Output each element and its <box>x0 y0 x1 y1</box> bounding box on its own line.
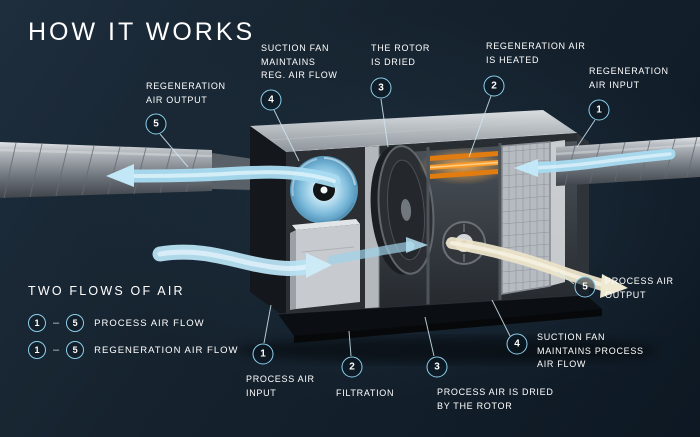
regeneration-input-ribbon <box>514 148 676 177</box>
callout-badge-regeneration-2: 2 <box>483 75 505 97</box>
callout-badge-regeneration-3: 3 <box>370 77 392 99</box>
legend: TWO FLOWS OF AIR 1 – 5 PROCESS AIR FLOW … <box>28 284 238 368</box>
floor-shadow <box>235 337 655 363</box>
callout-badge-regeneration-1: 1 <box>588 99 610 121</box>
callout-badge-process-4: 4 <box>506 333 528 355</box>
legend-badge-process-to: 5 <box>66 314 85 332</box>
callout-label-regeneration-heated: REGENERATION AIR IS HEATED <box>486 41 586 65</box>
callout-label-suction-fan-process: SUCTION FAN MAINTAINS PROCESS AIR FLOW <box>537 332 644 369</box>
interior-process-ribbon <box>327 237 428 265</box>
legend-badge-regeneration-from: 1 <box>28 341 46 359</box>
legend-row-regeneration: 1 – 5 REGENERATION AIR FLOW <box>28 341 238 359</box>
legend-row-process: 1 – 5 PROCESS AIR FLOW <box>28 314 238 332</box>
callout-label-filtration: FILTRATION <box>336 388 395 398</box>
callout-label-suction-fan-reg: SUCTION FAN MAINTAINS REG. AIR FLOW <box>261 43 338 80</box>
legend-dash: – <box>53 344 60 356</box>
callout-label-process-air-input: PROCESS AIR INPUT <box>246 374 315 398</box>
process-input-ribbon <box>152 244 332 278</box>
callout-badge-process-1: 1 <box>252 343 274 365</box>
legend-label-process: PROCESS AIR FLOW <box>94 317 205 329</box>
dehumidifier-unit <box>250 110 602 343</box>
legend-badge-process-from: 1 <box>28 314 46 332</box>
callout-label-process-air-output: PROCESS AIR OUTPUT <box>605 276 674 300</box>
regeneration-fan <box>290 156 358 224</box>
callout-badge-process-2: 2 <box>341 356 363 378</box>
air-flow-ribbons <box>106 148 676 298</box>
legend-label-regeneration: REGENERATION AIR FLOW <box>94 344 239 356</box>
callout-badge-regeneration-5: 5 <box>145 113 167 135</box>
heater <box>418 147 508 185</box>
leader-lines <box>159 95 596 357</box>
unit-top-face <box>250 110 577 152</box>
callout-badge-regeneration-4: 4 <box>260 89 282 111</box>
callout-label-process-dried-by-rotor: PROCESS AIR IS DRIED BY THE ROTOR <box>437 387 554 411</box>
unit-left-wall <box>250 126 286 318</box>
legend-badge-regeneration-to: 5 <box>66 341 85 359</box>
callout-label-regeneration-air-input: REGENERATION AIR INPUT <box>589 66 669 90</box>
regeneration-output-ribbon <box>106 164 341 188</box>
callout-label-regeneration-air-output: REGENERATION AIR OUTPUT <box>146 81 226 105</box>
legend-title: TWO FLOWS OF AIR <box>28 284 185 298</box>
callout-badge-process-5: 5 <box>574 276 596 298</box>
callout-label-rotor-dried: THE ROTOR IS DRIED <box>371 43 431 67</box>
page-title: HOW IT WORKS <box>28 18 256 46</box>
callout-badge-process-3: 3 <box>426 356 448 378</box>
unit-base <box>277 294 602 343</box>
legend-dash: – <box>53 317 60 329</box>
